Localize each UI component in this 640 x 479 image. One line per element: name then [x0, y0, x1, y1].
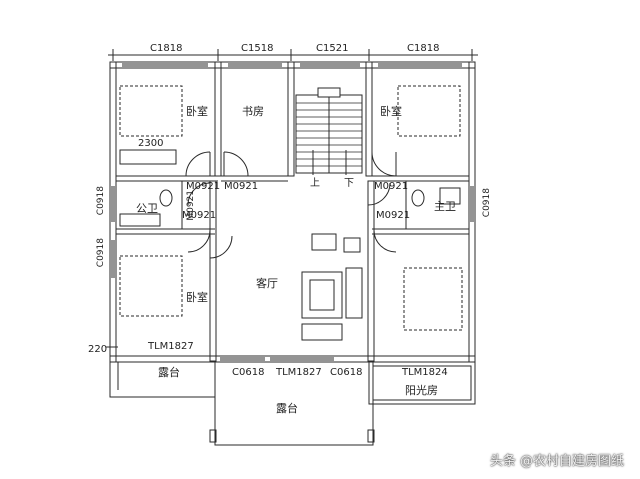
door-label-m0921-b: M0921: [224, 181, 259, 192]
room-public-bath: 公卫: [136, 202, 158, 215]
window-label-c1521: C1521: [316, 43, 349, 54]
door-label-m0921-d: M0921: [182, 210, 217, 221]
room-bedroom-sw: 卧室: [186, 291, 208, 304]
opening-label-tlm1827-left: TLM1827: [148, 341, 194, 352]
room-bedroom-ne: 卧室: [380, 105, 402, 118]
opening-label-tlm1827-center: TLM1827: [276, 367, 322, 378]
room-terrace-front: 露台: [276, 402, 298, 415]
window-label-c1518: C1518: [241, 43, 274, 54]
stairs-up-label: 上: [310, 178, 320, 189]
door-label-m0921-a: M0921: [186, 181, 221, 192]
door-label-m0921-e: M0921: [376, 210, 411, 221]
stairs-down-label: 下: [344, 178, 354, 189]
dimension-2300: 2300: [138, 138, 164, 149]
room-living: 客厅: [256, 277, 278, 290]
window-label-c1818-left: C1818: [150, 43, 183, 54]
room-bedroom-nw: 卧室: [186, 105, 208, 118]
watermark: 头条 @农村自建房图纸: [489, 454, 624, 469]
dimension-220: 220: [88, 344, 108, 355]
door-label-m0921-c: M0921: [374, 181, 409, 192]
room-study: 书房: [242, 105, 264, 118]
room-sunroom: 阳光房: [405, 384, 438, 397]
room-master-bath: 主卫: [434, 200, 456, 213]
window-label-c0918-left-bottom: C0918: [96, 238, 106, 268]
opening-label-c0618-right: C0618: [330, 367, 363, 378]
opening-label-c0618-left: C0618: [232, 367, 265, 378]
door-label-m0921-vertical: M0921: [186, 190, 196, 221]
opening-label-tlm1824: TLM1824: [402, 367, 448, 378]
window-label-c0918-left-top: C0918: [96, 186, 106, 216]
window-label-c0918-right: C0918: [482, 188, 492, 218]
window-label-c1818-right: C1818: [407, 43, 440, 54]
room-terrace-left: 露台: [158, 366, 180, 379]
